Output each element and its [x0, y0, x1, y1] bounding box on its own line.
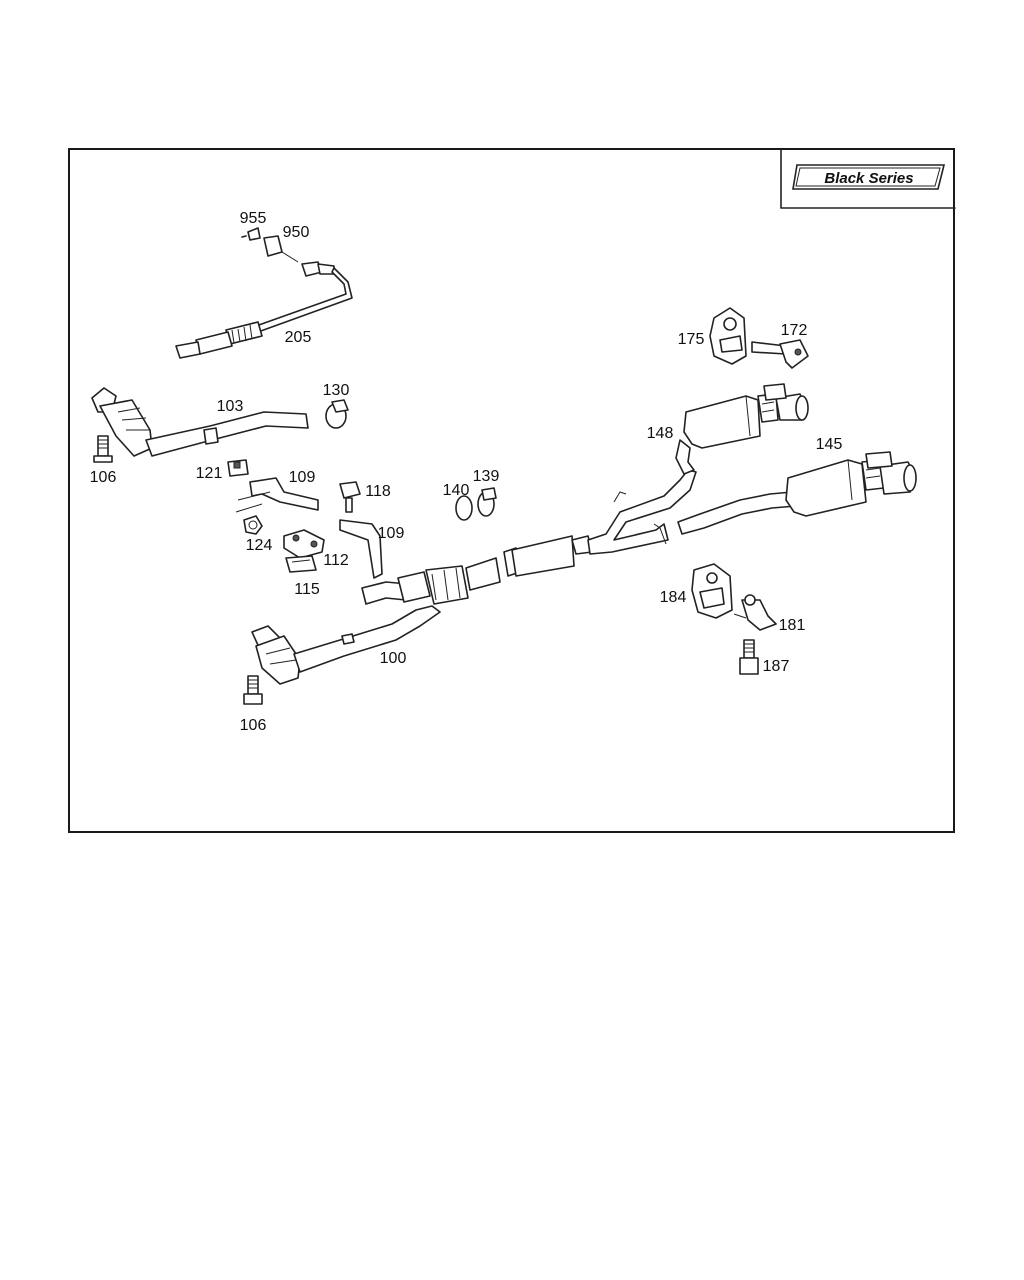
label-148: 148 [647, 425, 674, 442]
badge-text: Black Series [824, 170, 913, 187]
label-109-a: 109 [289, 469, 316, 486]
part-124-nut [243, 515, 263, 535]
label-184: 184 [660, 589, 687, 606]
part-130-clamp [325, 399, 349, 429]
part-184-hanger [691, 563, 733, 619]
part-109-bracket-b [339, 519, 383, 579]
part-148-muffler [675, 383, 809, 475]
label-205: 205 [285, 329, 312, 346]
part-205-oxygen-sensor [175, 261, 353, 359]
part-109-bracket-a [235, 477, 319, 513]
part-181-bracket [733, 594, 777, 631]
part-145-muffler [677, 451, 917, 535]
part-121-clip [227, 459, 249, 477]
part-139-clamp [477, 487, 497, 517]
label-112: 112 [323, 552, 349, 569]
label-140: 140 [443, 482, 470, 499]
part-140-ring [455, 495, 473, 521]
label-118: 118 [365, 483, 391, 500]
label-124: 124 [246, 537, 273, 554]
part-955 [241, 227, 261, 241]
part-112-mount [283, 529, 325, 559]
label-130: 130 [323, 382, 350, 399]
label-955: 955 [240, 210, 267, 227]
part-175-hanger [709, 307, 747, 365]
part-187-bolt [739, 639, 759, 675]
part-100-main-pipe [251, 535, 593, 685]
label-121: 121 [196, 465, 223, 482]
mid-y-pipe [587, 469, 697, 555]
part-106-bolt-top [93, 435, 113, 463]
part-115-clip [285, 555, 317, 573]
label-175: 175 [678, 331, 705, 348]
label-109-b: 109 [378, 525, 405, 542]
label-145: 145 [816, 436, 843, 453]
part-950 [263, 235, 299, 263]
label-950: 950 [283, 224, 310, 241]
part-106-bolt-bottom [243, 675, 263, 705]
part-103-catalytic-pipe [91, 387, 309, 457]
label-172: 172 [781, 322, 808, 339]
label-139: 139 [473, 468, 500, 485]
label-106-bottom: 106 [240, 717, 267, 734]
diagram-frame [68, 148, 955, 833]
label-106-top: 106 [90, 469, 117, 486]
black-series-badge: Black Series [780, 149, 956, 209]
label-100: 100 [380, 650, 407, 667]
label-115: 115 [294, 581, 320, 598]
part-172-bracket [751, 339, 809, 369]
label-103: 103 [217, 398, 244, 415]
label-181: 181 [779, 617, 806, 634]
label-187: 187 [763, 658, 790, 675]
part-118-bolt [339, 481, 361, 513]
